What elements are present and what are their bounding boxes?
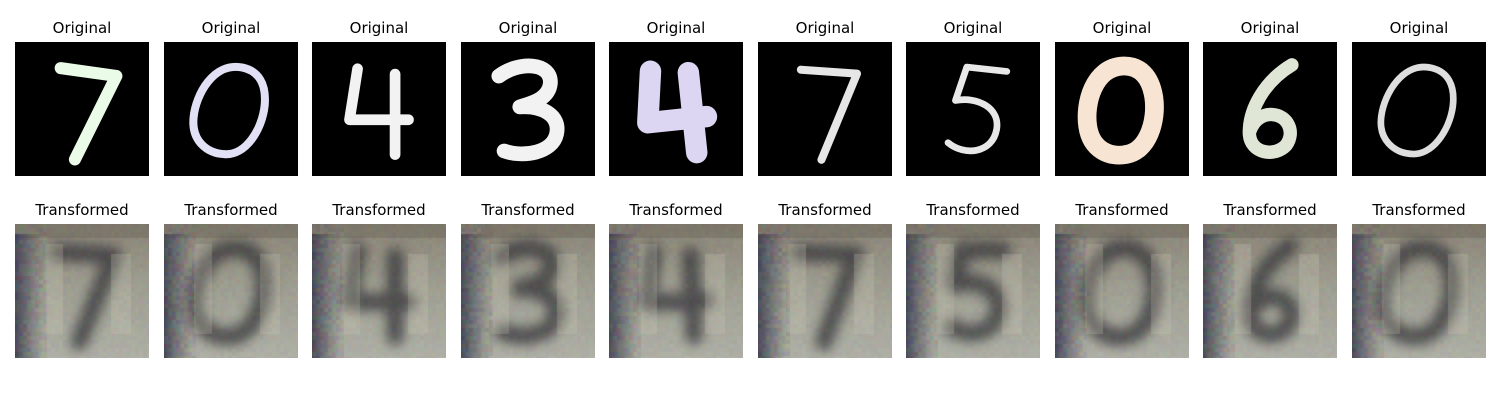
transformed-image	[1055, 224, 1189, 358]
transformed-image	[1203, 224, 1337, 358]
transformed-title: Transformed	[35, 201, 129, 219]
original-digit-image	[609, 42, 743, 176]
digit-stroke	[1242, 58, 1299, 159]
original-title: Original	[646, 19, 706, 37]
transformed-image	[609, 224, 743, 358]
transformed-title: Transformed	[1372, 201, 1466, 219]
original-title: Original	[201, 19, 261, 37]
original-digit-image	[758, 42, 892, 176]
digit-stroke	[1077, 56, 1164, 165]
original-title: Original	[795, 19, 855, 37]
transformed-title: Transformed	[926, 201, 1020, 219]
original-title: Original	[1092, 19, 1152, 37]
digit-stroke	[491, 58, 565, 162]
digit-stroke	[796, 65, 862, 164]
original-title: Original	[349, 19, 409, 37]
original-digit-image	[164, 42, 298, 176]
transformed-title: Transformed	[629, 201, 723, 219]
original-digit-image	[1055, 42, 1189, 176]
transformed-image	[164, 224, 298, 358]
transformed-image	[1352, 224, 1486, 358]
transformed-image	[312, 224, 446, 358]
original-digit-image	[906, 42, 1040, 176]
digit-stroke	[1377, 63, 1457, 158]
transformed-image	[758, 224, 892, 358]
transformed-image	[15, 224, 149, 358]
transformed-title: Transformed	[184, 201, 278, 219]
digit-stroke	[344, 63, 414, 160]
digit-stroke	[944, 63, 1011, 155]
original-title: Original	[943, 19, 1003, 37]
original-title: Original	[1240, 19, 1300, 37]
original-digit-image	[15, 42, 149, 176]
original-digit-image	[1352, 42, 1486, 176]
original-title: Original	[52, 19, 112, 37]
transformed-title: Transformed	[332, 201, 426, 219]
original-title: Original	[498, 19, 558, 37]
transformed-image	[906, 224, 1040, 358]
transformed-title: Transformed	[778, 201, 872, 219]
transformed-title: Transformed	[1223, 201, 1317, 219]
original-digit-image	[312, 42, 446, 176]
digit-stroke	[637, 60, 718, 164]
original-title: Original	[1389, 19, 1449, 37]
digit-stroke	[189, 62, 269, 159]
transformed-title: Transformed	[481, 201, 575, 219]
digit-stroke	[54, 62, 123, 166]
original-digit-image	[1203, 42, 1337, 176]
transformed-title: Transformed	[1075, 201, 1169, 219]
transformed-image	[461, 224, 595, 358]
original-digit-image	[461, 42, 595, 176]
